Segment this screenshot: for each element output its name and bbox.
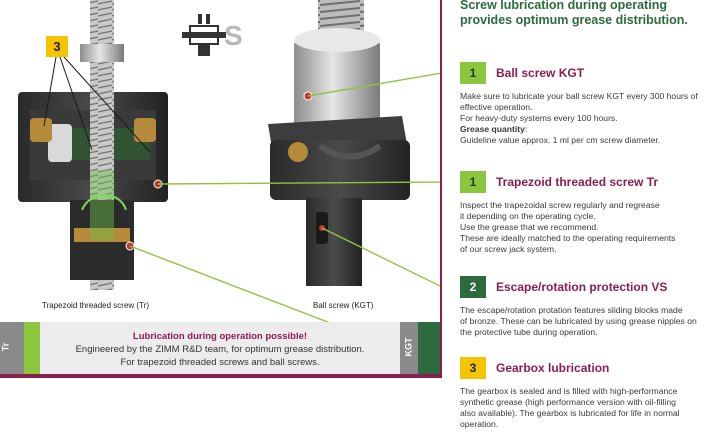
callout-arrows [43,56,151,153]
footer-tab-kgt: KGT [400,322,440,374]
section-title: Trapezoid threaded screw Tr [496,175,659,189]
section-ball-screw: 1 Ball screw KGT Make sure to lubricate … [460,62,722,146]
lubrication-footer: Tr Lubrication during operation possible… [0,322,440,374]
ball-screw-jack-figure [268,0,410,286]
callout-badge-3: 3 [46,36,68,57]
footer-line-2: For trapezoid threaded screws and ball s… [120,357,320,368]
caption-ball-screw: Ball screw (KGT) [313,301,374,310]
footer-heading: Lubrication during operation possible! [132,331,308,342]
section-title: Escape/rotation protection VS [496,280,668,294]
section-escape-protection: 2 Escape/rotation protection VS The esca… [460,276,722,338]
section-body: Inspect the trapezoidal screw regularly … [460,200,676,254]
section-title: Ball screw KGT [496,66,585,80]
section-title: Gearbox lubrication [496,361,610,375]
caption-trapezoid: Trapezoid threaded screw (Tr) [42,301,149,310]
section-number-badge: 2 [460,276,486,298]
footer-line-1: Engineered by the ZIMM R&D team, for opt… [75,344,365,355]
screw-jack-illustration [18,0,440,322]
footer-text: Lubrication during operation possible! E… [44,330,396,369]
column-title: Screw lubrication during operating provi… [460,0,688,27]
footer-tab-tr: Tr [0,322,40,374]
trapezoid-jack-figure [18,0,168,290]
green-leader-lines [129,72,440,322]
section-body: Make sure to lubricate your ball screw K… [460,91,698,145]
illustration-panel: 3 S Trapezoid threaded screw (Tr) Ball s… [0,0,442,378]
gearbox-symbol-icon [182,14,226,56]
section-body: The escape/rotation protation features s… [460,305,697,337]
section-number-badge: 1 [460,171,486,193]
section-number-badge: 3 [460,357,486,379]
section-trapezoid-screw: 1 Trapezoid threaded screw Tr Inspect th… [460,171,722,255]
section-gearbox-lubrication: 3 Gearbox lubrication The gearbox is sea… [460,357,722,430]
section-number-badge: 1 [460,62,486,84]
symbol-letter: S [224,20,243,51]
section-body: The gearbox is sealed and is filled with… [460,386,680,429]
